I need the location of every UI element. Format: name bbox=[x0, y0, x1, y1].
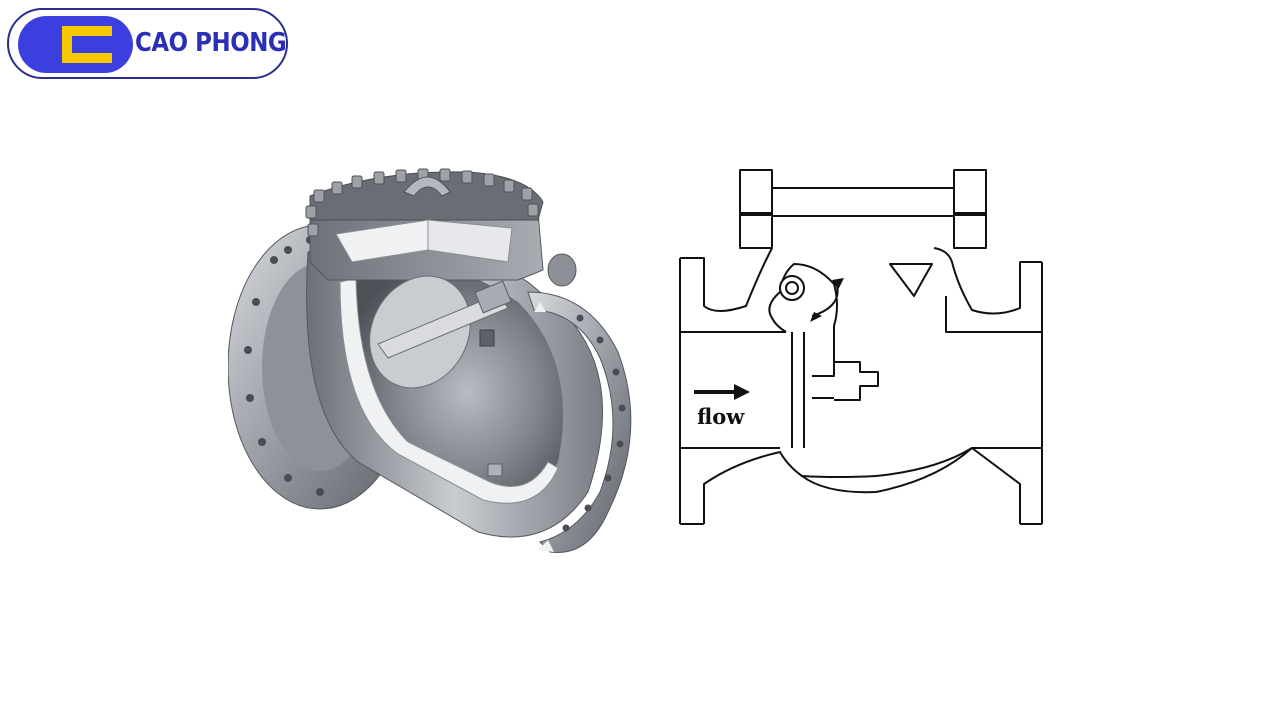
disc-nut bbox=[834, 361, 879, 401]
brand-name: CAO PHONG bbox=[135, 28, 287, 58]
inlet-flange bbox=[680, 247, 773, 312]
inlet-flange-bolt-holes bbox=[244, 236, 324, 496]
bonnet-flange-right bbox=[953, 169, 987, 249]
valve-cutaway-illustration bbox=[228, 168, 632, 553]
bonnet-bolts bbox=[305, 168, 539, 237]
c-letter-icon bbox=[62, 26, 112, 63]
valve-seat bbox=[791, 332, 805, 448]
side-boss bbox=[547, 253, 577, 287]
hinge-arm bbox=[377, 293, 509, 359]
body-bowl bbox=[801, 447, 973, 478]
hinge-arm bbox=[779, 263, 838, 377]
valve-schematic bbox=[679, 169, 1043, 525]
logo-mark bbox=[18, 16, 133, 73]
flow-label: flow bbox=[697, 404, 745, 429]
swing-arrow bbox=[811, 281, 839, 317]
brand-logo[interactable]: CAO PHONG bbox=[7, 8, 288, 79]
bonnet-cover bbox=[772, 187, 954, 217]
outlet-flange bbox=[933, 247, 1042, 315]
section-face bbox=[339, 277, 559, 504]
lifting-lug bbox=[403, 176, 451, 197]
outlet-flange bbox=[527, 291, 632, 553]
hinge-pin bbox=[779, 275, 805, 301]
hinge-pin bbox=[474, 280, 512, 314]
outlet-flange-bolt-holes bbox=[562, 314, 626, 532]
bonnet-flange-left bbox=[739, 169, 773, 249]
